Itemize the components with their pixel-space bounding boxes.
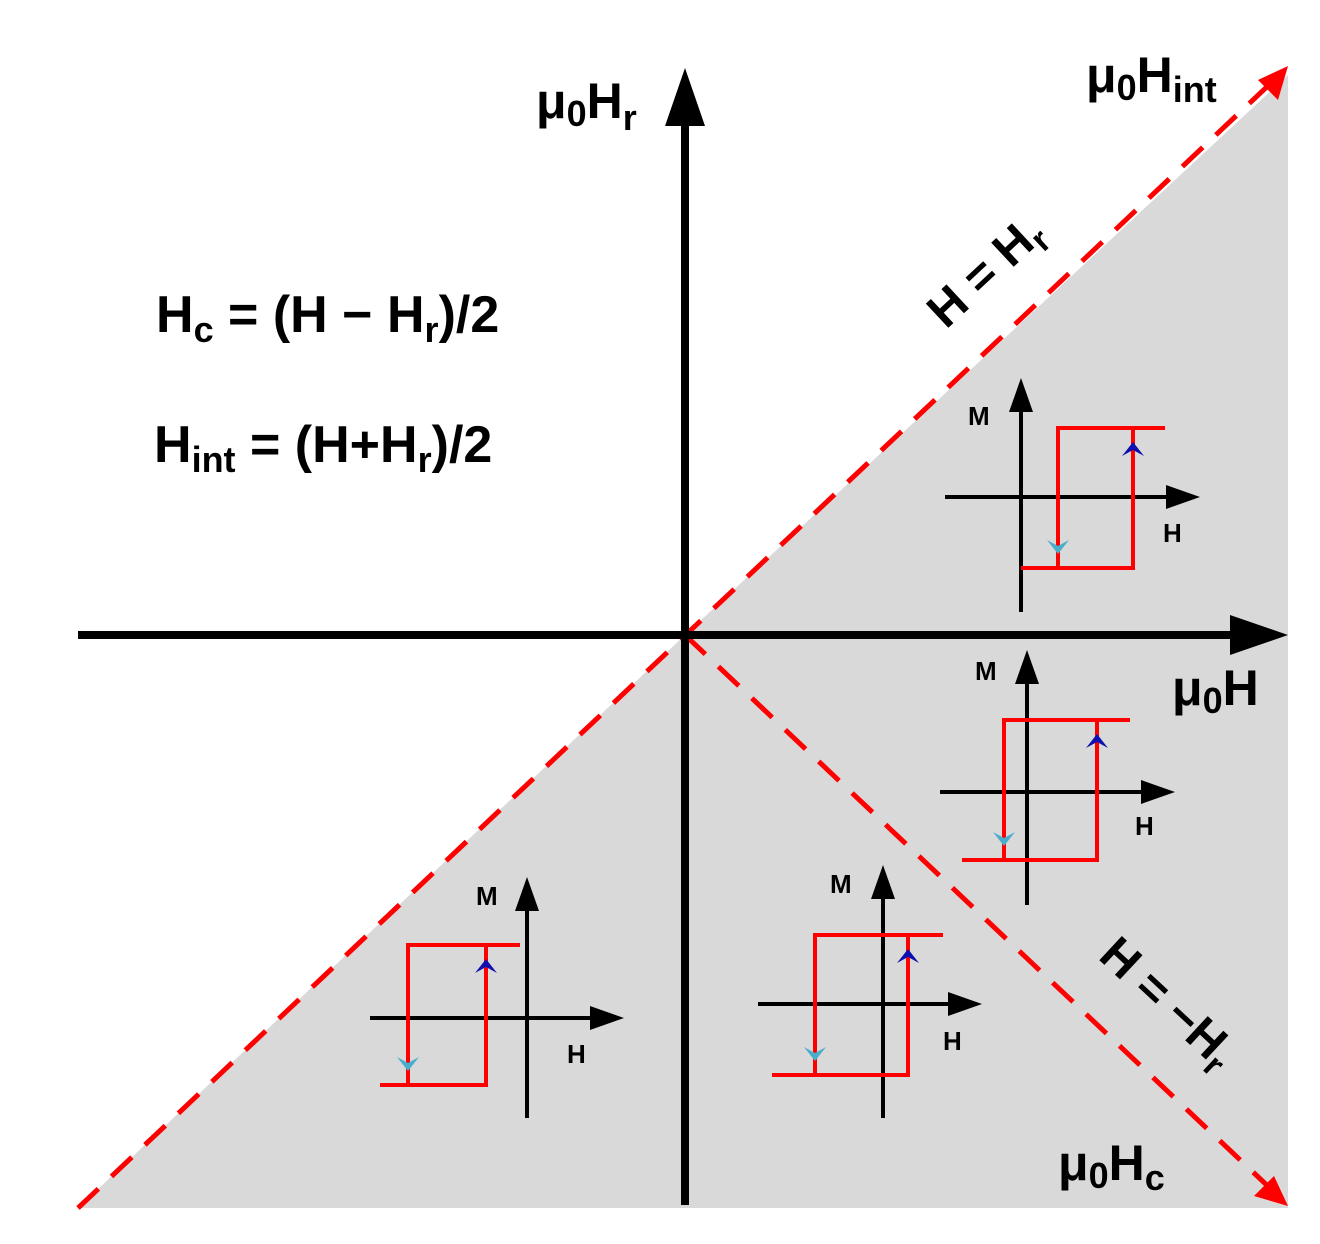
switching-up-arrow-icon	[1086, 734, 1108, 748]
inset-h-label: H	[943, 1026, 962, 1056]
switching-down-arrow-icon	[804, 1047, 826, 1061]
y-axis-label: μ0Hr	[536, 73, 637, 138]
inset-m-axis-arrowhead	[871, 865, 895, 899]
switching-down-arrow-icon	[397, 1057, 419, 1071]
equation-hint: Hint = (H+Hr)/2	[154, 416, 492, 480]
shaded-region-upper	[685, 75, 1288, 635]
loop-inset-upper-right: MH	[945, 378, 1200, 612]
inset-h-label: H	[567, 1039, 586, 1069]
inset-m-label: M	[975, 656, 997, 686]
switching-up-arrow-icon	[475, 959, 497, 973]
hysteresis-loop	[1021, 426, 1165, 570]
switching-down-arrow-icon	[1047, 540, 1069, 554]
inset-h-axis-arrowhead	[948, 992, 982, 1016]
hysteresis-loop	[380, 943, 520, 1087]
inset-h-axis-arrowhead	[1141, 780, 1175, 804]
arrowhead-mu0-hc	[1254, 1176, 1288, 1206]
inset-m-label: M	[476, 881, 498, 911]
inset-h-axis-arrowhead	[590, 1006, 624, 1030]
switching-up-arrow-icon	[897, 949, 919, 963]
diag-down-axis-label: μ0Hc	[1058, 1135, 1165, 1198]
hysteresis-loop	[772, 933, 943, 1077]
switching-up-arrow-icon	[1122, 442, 1144, 456]
vertical-axis-arrowhead	[665, 68, 705, 126]
inset-m-axis-arrowhead	[1009, 378, 1033, 412]
x-axis-label: μ0H	[1172, 660, 1259, 721]
inset-m-axis-arrowhead	[1015, 650, 1039, 684]
loop-inset-lower-left: MH	[370, 877, 624, 1118]
inset-h-axis-arrowhead	[1166, 485, 1200, 509]
inset-m-label: M	[830, 869, 852, 899]
inset-m-axis-arrowhead	[515, 877, 539, 911]
loop-inset-lower-center: MH	[758, 865, 982, 1118]
switching-down-arrow-icon	[993, 832, 1015, 846]
inset-h-label: H	[1135, 811, 1154, 841]
horizontal-axis-arrowhead	[1230, 615, 1288, 655]
inset-m-label: M	[968, 401, 990, 431]
arrowhead-mu0-hint	[1258, 66, 1288, 100]
loop-inset-middle-right: MH	[940, 650, 1175, 905]
inset-h-label: H	[1163, 518, 1182, 548]
equation-hc: Hc = (H − Hr)/2	[156, 286, 499, 350]
diag-up-axis-label: μ0Hint	[1086, 47, 1217, 110]
hysteresis-loop	[962, 718, 1130, 862]
